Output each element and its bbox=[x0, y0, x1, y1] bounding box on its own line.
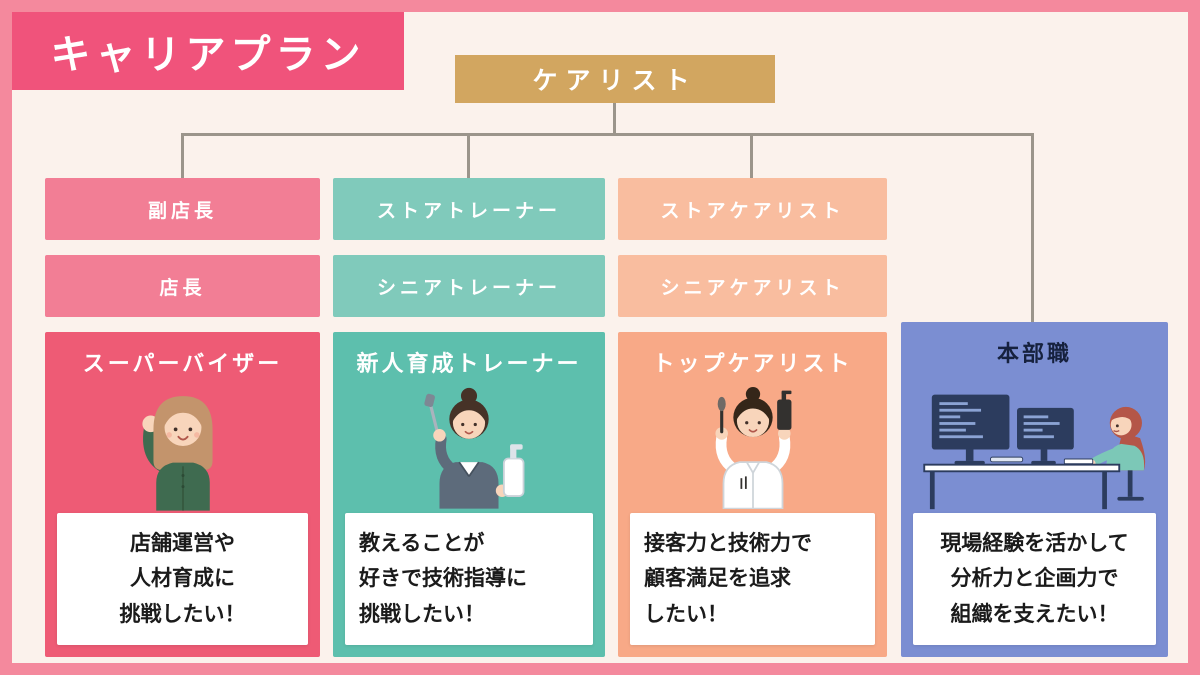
description-line: 店舗運営や bbox=[130, 532, 235, 556]
step-label: シニアトレーナー bbox=[376, 277, 561, 299]
career-column-carelist: ストアケアリスト シニアケアリスト トップケアリスト bbox=[618, 178, 887, 657]
woman-raising-fist-illustration bbox=[45, 378, 320, 513]
description-line: 現場経験を活かして bbox=[940, 532, 1129, 556]
description-box: 教えることが 好きで技術指導に 挑戦したい！ bbox=[345, 513, 593, 645]
description-box: 現場経験を活かして 分析力と企画力で 組織を支えたい！ bbox=[913, 513, 1156, 645]
step-box-senior-carelist: シニアケアリスト bbox=[618, 255, 887, 317]
connector-horizontal bbox=[181, 133, 1034, 136]
career-column-trainer: ストアトレーナー シニアトレーナー 新人育成トレーナー bbox=[333, 178, 605, 657]
connector-drop-trainer bbox=[467, 133, 470, 179]
step-box-store-carelist: ストアケアリスト bbox=[618, 178, 887, 240]
card-title: トップケアリスト bbox=[652, 351, 853, 376]
career-card-supervisor: スーパーバイザー bbox=[45, 332, 320, 657]
description-line: 顧客満足を追求 bbox=[644, 567, 791, 591]
description-line: 人材育成に bbox=[130, 567, 235, 591]
card-title: スーパーバイザー bbox=[82, 351, 283, 376]
step-box-assistant-manager: 副店長 bbox=[45, 178, 320, 240]
description-line: 接客力と技術力で bbox=[644, 532, 812, 556]
woman-at-desk-with-monitors-illustration bbox=[901, 368, 1168, 513]
career-card-trainer: 新人育成トレーナー bbox=[333, 332, 605, 657]
trainer-holding-brush-illustration bbox=[333, 378, 605, 513]
connector-drop-headquarters bbox=[1031, 133, 1034, 323]
step-label: 副店長 bbox=[147, 200, 217, 222]
page-title: キャリアプラン bbox=[50, 33, 366, 77]
step-label: ストアトレーナー bbox=[376, 200, 561, 222]
career-column-supervisor: 副店長 店長 スーパーバイザー bbox=[45, 178, 320, 657]
connector-drop-carelist bbox=[750, 133, 753, 179]
career-card-top-carelist: トップケアリスト bbox=[618, 332, 887, 657]
description-line: したい！ bbox=[644, 602, 728, 626]
step-label: 店長 bbox=[159, 277, 206, 299]
card-title: 新人育成トレーナー bbox=[356, 351, 582, 376]
description-line: 組織を支えたい！ bbox=[950, 602, 1119, 626]
root-node-label: ケアリスト bbox=[532, 67, 698, 95]
connector-stem bbox=[613, 103, 616, 135]
step-label: ストアケアリスト bbox=[660, 200, 845, 222]
career-card-headquarters: 本部職 bbox=[901, 322, 1168, 657]
description-line: 教えることが bbox=[359, 532, 485, 556]
step-label: シニアケアリスト bbox=[660, 277, 845, 299]
card-title: 本部職 bbox=[996, 341, 1072, 366]
description-line: 挑戦したい！ bbox=[359, 602, 485, 626]
description-line: 分析力と企画力で bbox=[950, 567, 1119, 591]
root-node: ケアリスト bbox=[455, 55, 775, 103]
step-box-senior-trainer: シニアトレーナー bbox=[333, 255, 605, 317]
career-column-headquarters: 本部職 bbox=[901, 178, 1168, 657]
page-title-banner: キャリアプラン bbox=[12, 12, 404, 90]
connector-drop-supervisor bbox=[181, 133, 184, 179]
description-line: 好きで技術指導に bbox=[359, 567, 527, 591]
step-box-store-trainer: ストアトレーナー bbox=[333, 178, 605, 240]
description-line: 挑戦したい！ bbox=[119, 602, 246, 626]
description-box: 店舗運営や 人材育成に 挑戦したい！ bbox=[57, 513, 308, 645]
step-box-store-manager: 店長 bbox=[45, 255, 320, 317]
carelist-brush-and-bottle-illustration bbox=[618, 378, 887, 513]
description-box: 接客力と技術力で 顧客満足を追求 したい！ bbox=[630, 513, 875, 645]
